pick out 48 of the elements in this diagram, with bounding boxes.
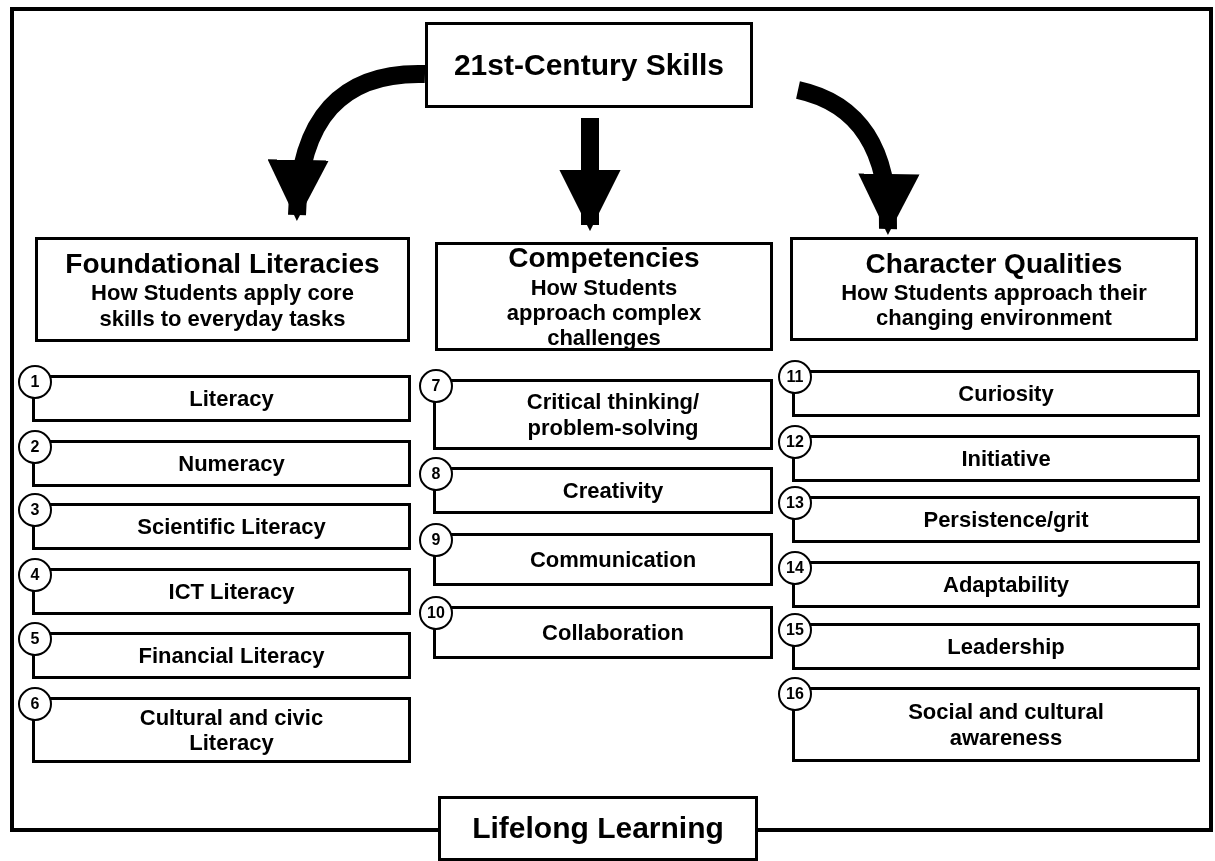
skill-label: Scientific Literacy	[137, 513, 326, 540]
skill-label: Creativity	[562, 477, 664, 504]
category-description: How Students approach complex challenges	[505, 274, 703, 351]
number-circle: 10	[419, 596, 453, 630]
skill-label: Adaptability	[943, 571, 1069, 598]
title-box	[425, 22, 753, 108]
number-circle: 5	[18, 622, 52, 656]
arrow	[559, 118, 621, 232]
title-text: Lifelong Learning	[472, 811, 724, 846]
category-heading: Competencies	[508, 242, 700, 275]
number-circle: 16	[778, 677, 812, 711]
skill-label: Critical thinking/ problem-solving	[525, 389, 701, 440]
number-circle: 8	[419, 457, 453, 491]
skill-label: ICT Literacy	[168, 578, 295, 605]
skill-label: Initiative	[961, 445, 1051, 472]
skill-label: Literacy	[189, 385, 274, 412]
skill-label: Curiosity	[958, 380, 1054, 407]
number-circle: 15	[778, 613, 812, 647]
skill-label: Social and cultural awareness	[907, 699, 1105, 750]
skill-label: Persistence/grit	[923, 506, 1089, 533]
category-box	[790, 237, 1198, 341]
category-box	[35, 237, 410, 342]
number-circle: 3	[18, 493, 52, 527]
arrow	[795, 81, 918, 236]
skill-label: Financial Literacy	[138, 642, 325, 669]
skill-label: Leadership	[947, 633, 1065, 660]
skill-label: Numeracy	[178, 450, 285, 477]
number-circle: 4	[18, 558, 52, 592]
number-circle: 7	[419, 369, 453, 403]
number-circle: 14	[778, 551, 812, 585]
skill-label: Cultural and civic Literacy	[138, 704, 325, 756]
category-description: How Students approach their changing environment	[840, 279, 1148, 331]
skill-label: Collaboration	[542, 619, 684, 646]
category-description: How Students apply core skills to everyday tasks	[90, 280, 355, 331]
category-heading: Character Qualities	[865, 247, 1123, 280]
title-box	[438, 796, 758, 861]
number-circle: 12	[778, 425, 812, 459]
number-circle: 1	[18, 365, 52, 399]
arrow	[269, 65, 426, 222]
number-circle: 13	[778, 486, 812, 520]
number-circle: 2	[18, 430, 52, 464]
skill-label: Communication	[529, 546, 697, 573]
number-circle: 9	[419, 523, 453, 557]
number-circle: 6	[18, 687, 52, 721]
number-circle: 11	[778, 360, 812, 394]
category-box	[435, 242, 773, 351]
title-text: 21st-Century Skills	[453, 47, 725, 83]
category-heading: Foundational Literacies	[65, 248, 380, 281]
